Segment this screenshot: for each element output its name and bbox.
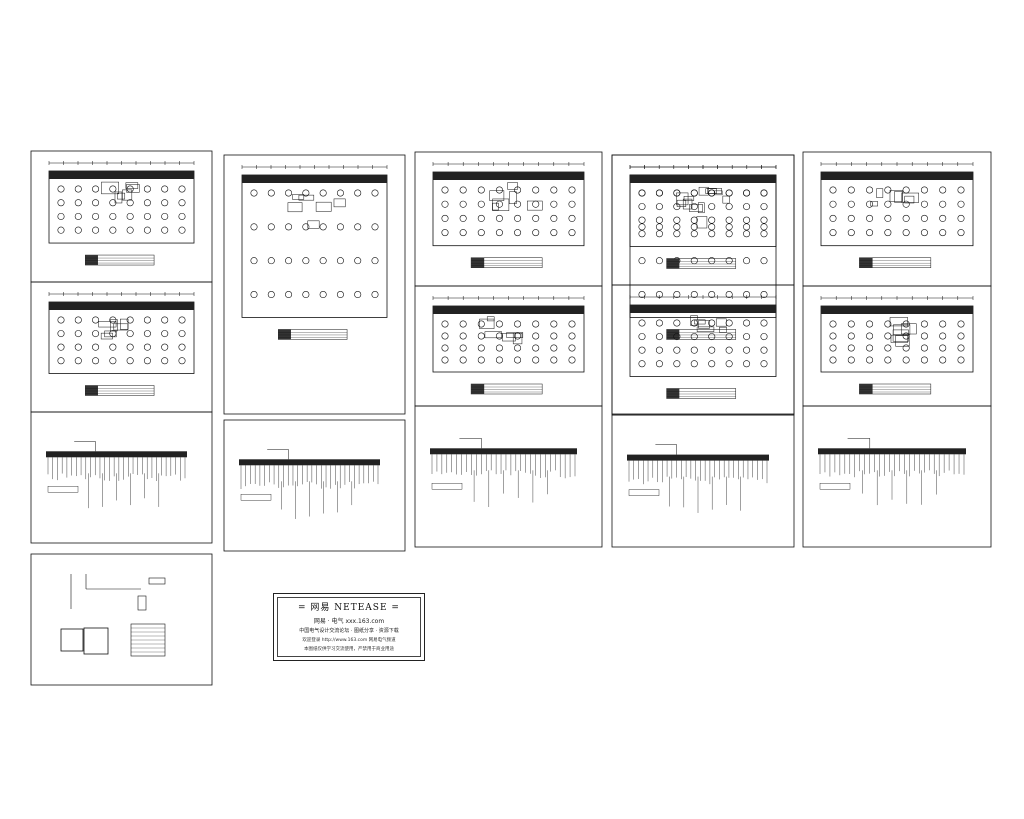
sheet-border <box>223 419 406 552</box>
stamp-line: 本图纸仅供学习交流使用，严禁用于商业用途 <box>304 647 394 652</box>
sheet-border <box>30 553 213 686</box>
floor-plan-sheet <box>30 150 213 283</box>
floor-plan-sheet <box>414 151 603 287</box>
detail-sheet <box>30 553 213 686</box>
floor-plan-sheet <box>802 285 992 407</box>
sheet-border <box>30 281 213 413</box>
sheet-border <box>414 285 603 407</box>
floor-plan-sheet <box>223 154 406 415</box>
floor-plan-sheet <box>414 285 603 407</box>
sheet-border <box>223 154 406 415</box>
stamp-line: 欢迎登录 http://www.163.com 网易电气频道 <box>302 638 396 643</box>
wiring-schematic-sheet <box>223 419 406 552</box>
wiring-schematic-sheet <box>802 405 992 548</box>
floor-plan-sheet <box>611 154 795 286</box>
stamp-title: = 网易 NETEASE = <box>298 603 400 613</box>
wiring-schematic-sheet <box>414 405 603 548</box>
sheet-border <box>611 154 795 286</box>
stamp-inner-border <box>277 597 421 657</box>
drawing-sheets <box>30 150 992 686</box>
wiring-schematic-sheet <box>611 414 795 548</box>
stamp-subtitle: 网易 · 电气 xxx.163.com <box>313 618 385 625</box>
watermark-stamp: = 网易 NETEASE = 网易 · 电气 xxx.163.com 中国电气设… <box>273 593 425 661</box>
floor-plan-sheet <box>611 154 795 415</box>
wiring-schematic-sheet <box>30 411 213 544</box>
stamp-line: 中国电气设计交流论坛 · 图纸分享 · 资源下载 <box>299 628 399 634</box>
floor-plan-sheet <box>611 284 795 416</box>
floor-plan-sheet <box>30 281 213 413</box>
sheet-border <box>611 284 795 416</box>
sheet-border <box>611 154 795 415</box>
sheet-border <box>30 411 213 544</box>
sheet-border <box>611 414 795 548</box>
sheet-border <box>802 405 992 548</box>
floor-plan-sheet <box>802 151 992 287</box>
sheet-border <box>414 405 603 548</box>
